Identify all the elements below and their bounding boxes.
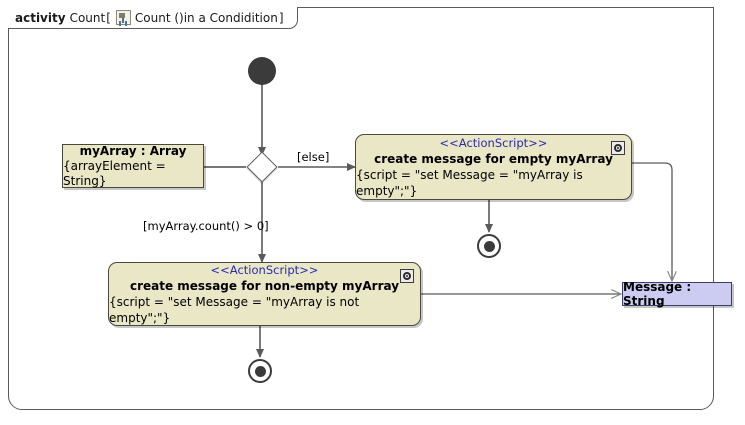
edge-label-else: [else] [297,150,330,164]
frame-name: Count [69,10,106,25]
action-script: {script = "set Message = "myArray is emp… [356,167,583,198]
activity-final-node-empty[interactable] [477,234,501,258]
activity-frame [8,7,714,410]
activity-final-node-non-empty[interactable] [248,359,272,383]
object-node-attribute: {arrayElement = String} [63,158,166,188]
object-node-myarray[interactable]: myArray : Array {arrayElement = String} [62,144,204,188]
action-name: create message for empty myArray [374,151,613,166]
frame-qualifier: Count ()in a Condidition [134,10,278,25]
action-script: {script = "set Message = "myArray is not… [109,294,360,325]
script-gear-icon[interactable] [611,141,625,155]
object-node-title: myArray : Array [79,143,187,158]
frame-bracket-close: ] [278,10,284,25]
script-gear-icon[interactable] [400,269,414,283]
activity-diagram-icon [115,10,131,25]
initial-node[interactable] [248,57,276,85]
edge-label-count-guard: [myArray.count() > 0] [143,219,269,233]
activity-frame-header: activity Count [ Count ()in a Condiditio… [8,7,298,29]
action-node-create-message-empty[interactable]: <<ActionScript>> create message for empt… [355,134,632,200]
action-stereotype: <<ActionScript>> [210,262,319,277]
action-name: create message for non-empty myArray [129,278,400,293]
action-stereotype: <<ActionScript>> [439,135,548,150]
frame-bracket-open: [ [106,10,111,25]
object-pin-label: Message : String [623,280,692,308]
action-node-create-message-non-empty[interactable]: <<ActionScript>> create message for non-… [108,262,421,326]
object-pin-message[interactable]: Message : String [622,280,732,308]
frame-keyword: activity [15,10,66,25]
